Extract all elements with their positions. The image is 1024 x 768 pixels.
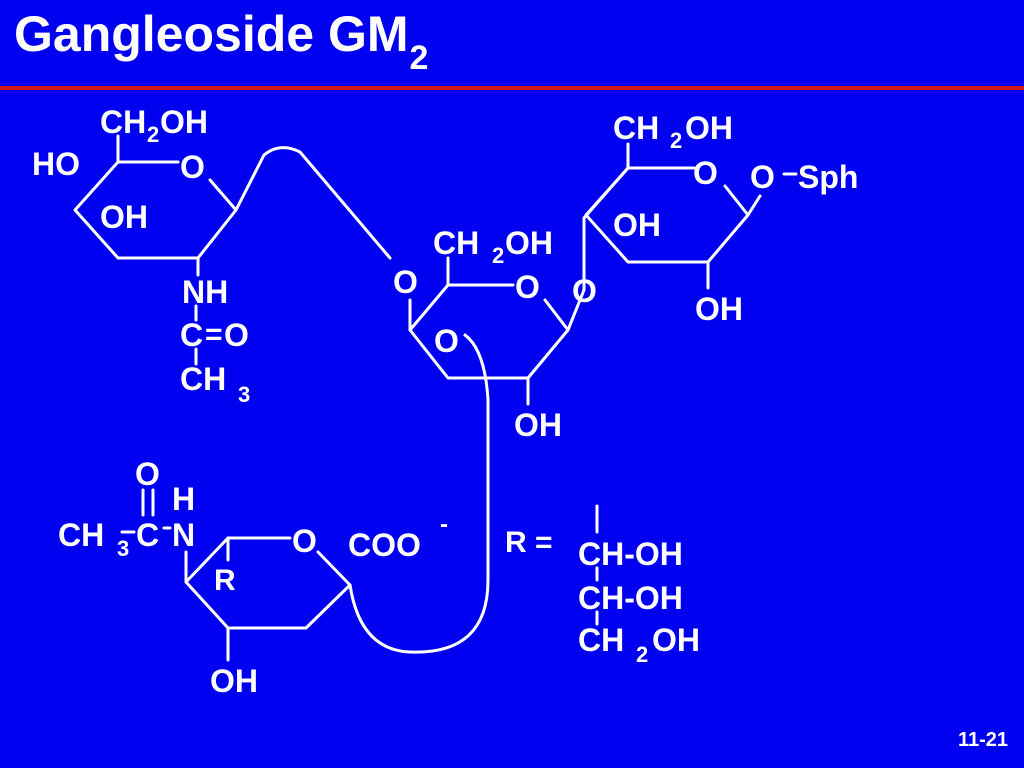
slide-title-main: Gangleoside GM — [14, 6, 409, 62]
galnac-ch3-sub: 3 — [238, 382, 250, 407]
galactose-ring-o: O — [515, 269, 540, 305]
page-number: 11-21 — [957, 729, 1008, 751]
galnac-co-eq: = — [205, 318, 223, 351]
slide-title-subscript: 2 — [409, 39, 429, 77]
galnac-ho: HO — [32, 146, 80, 182]
sialic-ch3-sub: 3 — [117, 536, 129, 561]
galnac-ch2oh-oh: OH — [160, 104, 208, 140]
galactose-link-o: O — [393, 264, 418, 300]
glucose-o-sph: O — [750, 159, 775, 195]
sialic-carbonyl-o: O — [135, 456, 160, 492]
sialic-oh: OH — [210, 663, 258, 699]
title-rule — [0, 86, 1024, 90]
glucose-oh-top: OH — [613, 207, 661, 243]
glucose-sph: Sph — [798, 159, 858, 195]
r-group-row-3-sub: 2 — [636, 642, 648, 667]
galactose-ch2oh-ch: CH — [433, 225, 479, 261]
galnac-ch2oh-sub: 2 — [147, 122, 159, 147]
galnac-oh: OH — [100, 199, 148, 235]
r-group-row-1: CH-OH — [578, 536, 683, 572]
galactose-ch2oh-sub: 2 — [492, 243, 504, 268]
r-group-row-3-oh: OH — [652, 622, 700, 658]
galnac-nh: NH — [182, 274, 228, 310]
glucose-ch2oh-sub: 2 — [670, 128, 682, 153]
sialic-ring-o: O — [292, 523, 317, 559]
glucose-link-o: O — [572, 273, 597, 309]
sialic-coo: COO — [348, 527, 421, 563]
sialic-ch3-ch: CH — [58, 517, 104, 553]
glucose-ring-bonds — [584, 166, 750, 264]
r-group-r-eq: R = — [505, 526, 553, 559]
glucose-ch2oh-ch: CH — [613, 110, 659, 146]
sialic-ring-bonds — [184, 536, 352, 630]
slide-title: Gangleoside GM2 — [14, 4, 428, 77]
r-group-row-3-ch: CH — [578, 622, 624, 658]
glucose-o-sph-bond — [746, 194, 762, 217]
galactose-ch2oh-oh: OH — [505, 225, 553, 261]
galnac-co-o: O — [224, 317, 249, 353]
galnac-ch2oh-ch: CH — [100, 104, 146, 140]
galnac-ring-o: O — [180, 149, 205, 185]
sialic-c: C — [136, 517, 159, 553]
sialic-h: H — [172, 481, 195, 517]
sialic-charge: - — [440, 511, 448, 538]
galnac-gal-link — [234, 146, 392, 260]
r-group-row-2: CH-OH — [578, 580, 683, 616]
galnac-ch3-ch: CH — [180, 361, 226, 397]
sialic-r: R — [214, 564, 236, 597]
sialic-n: N — [172, 517, 195, 553]
sialic-galactose-link — [348, 333, 490, 654]
glucose-ring-o: O — [693, 155, 718, 191]
glucose-oh-bottom: OH — [695, 291, 743, 327]
galnac-co-c: C — [180, 317, 203, 353]
galactose-o3: O — [434, 323, 459, 359]
glucose-ch2oh-oh: OH — [685, 110, 733, 146]
galactose-oh: OH — [514, 407, 562, 443]
